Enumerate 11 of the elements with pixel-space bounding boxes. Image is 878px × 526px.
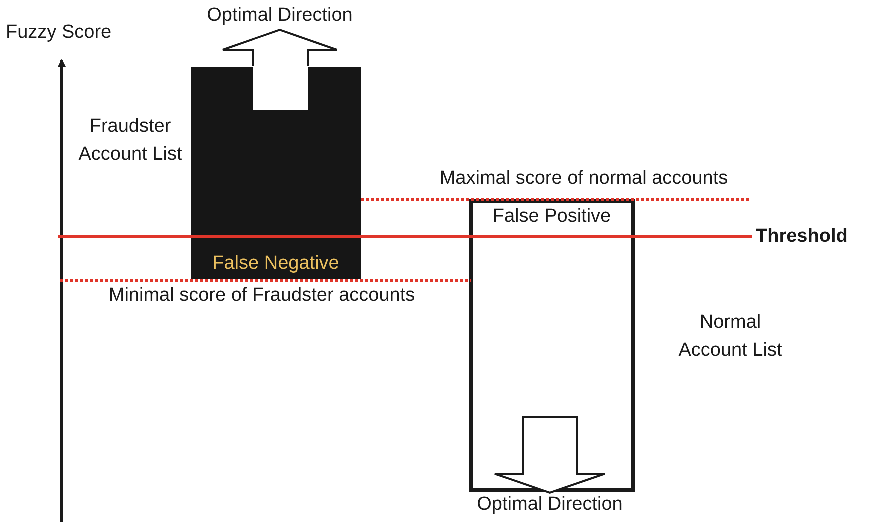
line-label: Minimal score of Fraudster accounts	[108, 285, 416, 308]
arrow-label: Optimal Direction	[477, 494, 623, 517]
bar-caption: Fraudster Account List	[78, 115, 184, 167]
arrow-label: Optimal Direction	[207, 5, 353, 28]
axis-title: Fuzzy Score	[6, 22, 112, 45]
bar-caption: Normal Account List	[678, 311, 784, 363]
line-label: Maximal score of normal accounts	[440, 168, 728, 191]
bar-label: False Negative	[212, 253, 340, 276]
bar-label: False Positive	[492, 206, 612, 229]
filled-bar	[191, 67, 361, 279]
line-label: Threshold	[756, 226, 848, 249]
